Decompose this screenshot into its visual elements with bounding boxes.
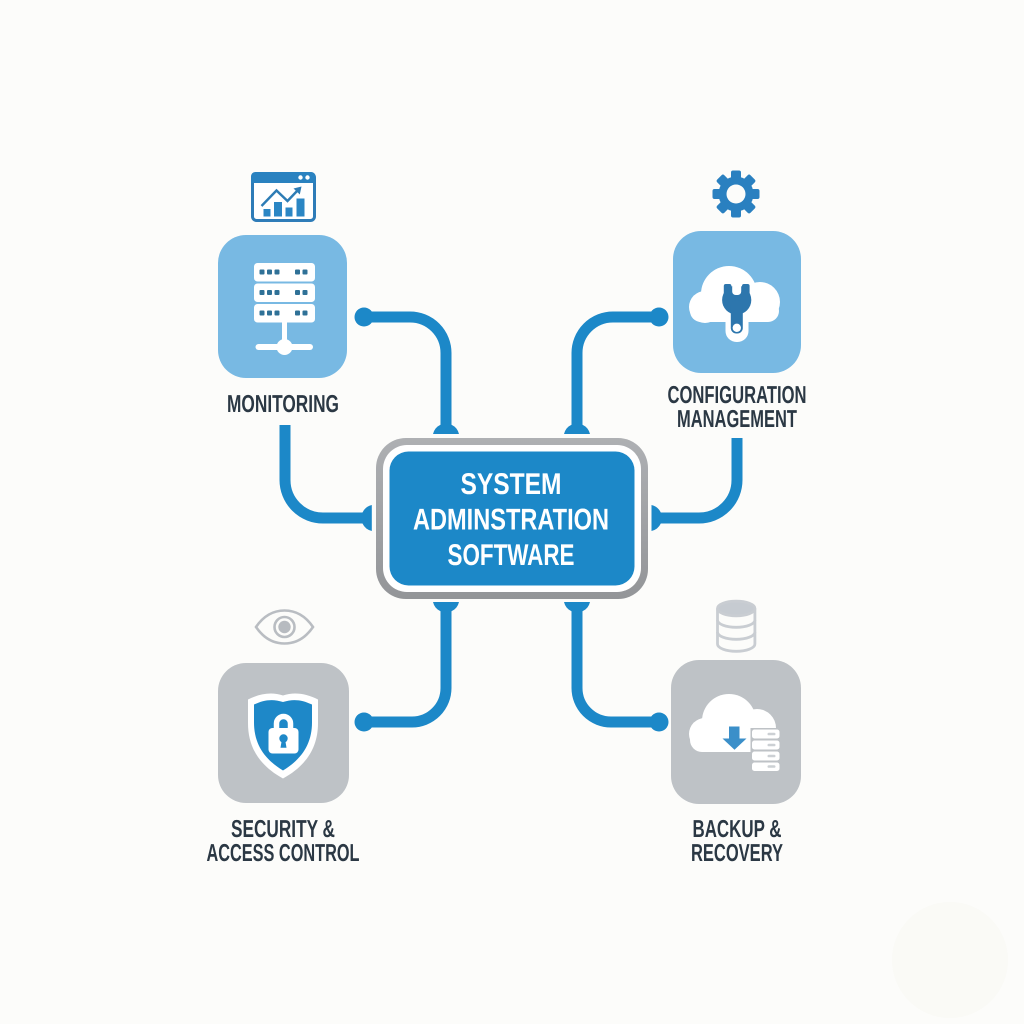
svg-text:CONFIGURATION: CONFIGURATION: [668, 382, 807, 409]
svg-text:SECURITY &: SECURITY &: [231, 816, 335, 843]
svg-text:MANAGEMENT: MANAGEMENT: [677, 406, 797, 433]
svg-text:BACKUP &: BACKUP &: [693, 816, 782, 843]
svg-text:SOFTWARE: SOFTWARE: [448, 539, 575, 572]
svg-text:ACCESS CONTROL: ACCESS CONTROL: [207, 840, 360, 867]
svg-text:ADMINSTRATION: ADMINSTRATION: [413, 504, 609, 537]
svg-text:MONITORING: MONITORING: [227, 391, 339, 418]
svg-text:SYSTEM: SYSTEM: [461, 468, 562, 501]
svg-text:RECOVERY: RECOVERY: [691, 840, 783, 867]
